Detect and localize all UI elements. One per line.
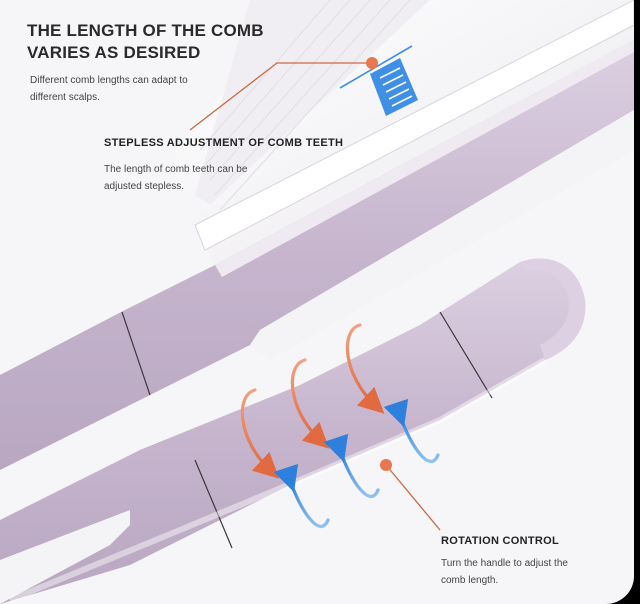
rotation-arrows (240, 323, 440, 529)
length-indicator-icon (339, 45, 418, 116)
rotation-line-1: Turn the handle to adjust the (441, 558, 568, 569)
intro-line-1: Different comb lengths can adapt to (30, 75, 188, 86)
stepless-title: STEPLESS ADJUSTMENT OF COMB TEETH (104, 137, 344, 149)
stepless-line-2: adjusted stepless. (104, 181, 185, 192)
trimmer-handle (0, 258, 586, 604)
page-title: THE LENGTH OF THE COMB VARIES AS DESIRED (27, 20, 264, 64)
title-line-2: VARIES AS DESIRED (27, 43, 201, 62)
rotation-line-2: comb length. (441, 575, 499, 586)
title-line-1: THE LENGTH OF THE COMB (27, 21, 264, 40)
leader-lines (189, 57, 441, 531)
stepless-line-1: The length of comb teeth can be (104, 164, 248, 175)
rotation-title: ROTATION CONTROL (441, 535, 560, 547)
comb-attachment (175, 0, 634, 265)
trimmer-body-upper (0, 40, 634, 470)
rotation-description: Turn the handle to adjust the comb lengt… (441, 555, 568, 589)
intro-description: Different comb lengths can adapt to diff… (30, 72, 188, 106)
stepless-description: The length of comb teeth can be adjusted… (104, 161, 247, 195)
intro-line-2: different scalps. (30, 92, 100, 103)
